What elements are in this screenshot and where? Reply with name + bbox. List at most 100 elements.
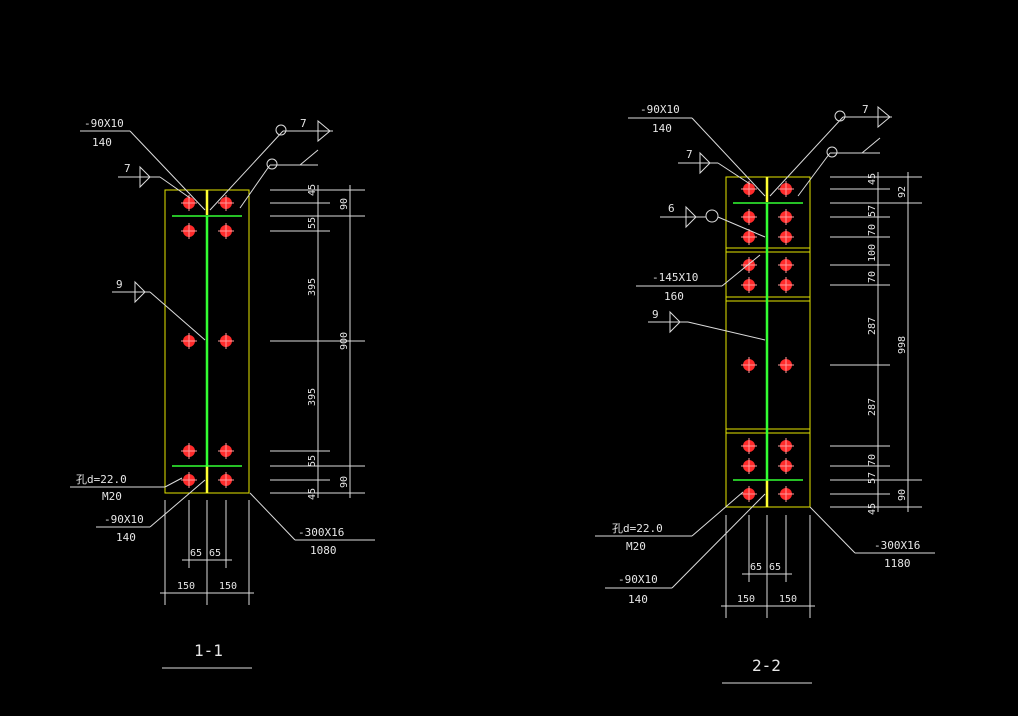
web-plate-length-label: 1080: [310, 544, 337, 557]
dimension-label: 65: [209, 548, 221, 559]
dimension-label: 45: [867, 173, 878, 185]
bolt: [778, 257, 794, 273]
dimension-label: 150: [737, 594, 755, 605]
weld-symbol-side: 6: [660, 202, 766, 238]
leader-web-plate: -300X16 1080: [249, 492, 375, 557]
dimension-label: 70: [867, 224, 878, 236]
bolt: [181, 472, 197, 488]
bolt: [181, 443, 197, 459]
bolt: [778, 209, 794, 225]
bolt: [218, 472, 234, 488]
weld-symbol-top-left: 7: [678, 148, 751, 185]
bolt: [778, 438, 794, 454]
bolt: [778, 229, 794, 245]
top-plate-length-label: 140: [652, 122, 672, 135]
bolt-label: M20: [102, 490, 122, 503]
bolt: [181, 223, 197, 239]
bolt-group: [181, 195, 234, 488]
dimension-label: 150: [779, 594, 797, 605]
bolt: [218, 333, 234, 349]
bolt: [741, 458, 757, 474]
dimension-label: 55: [307, 455, 318, 467]
leader-hole: 孔d=22.0 M20: [595, 491, 744, 553]
section-1-drawing: -90X10 140 7 7 9: [70, 117, 375, 669]
dimension-label: 900: [339, 332, 350, 350]
leader-bottom-plate: -90X10 140: [605, 493, 766, 606]
top-plate-size-label: -90X10: [640, 103, 680, 116]
dimension-label: 70: [867, 271, 878, 283]
bottom-plate-size-label: -90X10: [104, 513, 144, 526]
bolt: [218, 443, 234, 459]
dimension-chain-bottom: 65 65 150 150: [160, 500, 254, 605]
leader-hole: 孔d=22.0 M20: [70, 473, 183, 503]
top-plate-size-label: -90X10: [84, 117, 124, 130]
web-plate-length-label: 1180: [884, 557, 911, 570]
dimension-label: 57: [867, 472, 878, 484]
leader-top-plate: -90X10 140: [80, 117, 206, 211]
bolt-label: M20: [626, 540, 646, 553]
dimension-label: 45: [307, 488, 318, 500]
bolt: [741, 209, 757, 225]
dimension-label: 90: [339, 198, 350, 210]
dimension-label: 395: [307, 388, 318, 406]
bolt: [218, 223, 234, 239]
dimension-label: 100: [867, 244, 878, 262]
leader-mid-plate: -145X10 160: [636, 254, 761, 303]
weld-symbol-top-right: 7: [209, 117, 333, 211]
bottom-plate-length-label: 140: [116, 531, 136, 544]
web-plate-size-label: -300X16: [298, 526, 344, 539]
bolt: [778, 181, 794, 197]
bolt: [778, 277, 794, 293]
dimension-label: 287: [867, 398, 878, 416]
dimension-label: 998: [897, 336, 908, 354]
dimension-label: 287: [867, 317, 878, 335]
hole-label: 孔d=22.0: [612, 522, 663, 535]
dimension-label: 65: [750, 562, 762, 573]
bolt: [741, 277, 757, 293]
weld-size-label: 7: [300, 117, 307, 130]
weld-size-label: 7: [124, 162, 131, 175]
section-title: 2-2: [752, 656, 781, 675]
bolt: [218, 195, 234, 211]
dimension-label: 65: [769, 562, 781, 573]
dimension-label: 45: [867, 503, 878, 515]
dimension-chain-bottom: 65 65 150 150: [721, 515, 815, 618]
bolt: [741, 181, 757, 197]
bolt: [778, 458, 794, 474]
leader-web-plate: -300X16 1180: [809, 506, 935, 570]
top-plate-length-label: 140: [92, 136, 112, 149]
dimension-label: 150: [177, 581, 195, 592]
weld-size-label: 9: [652, 308, 659, 321]
web-plate-size-label: -300X16: [874, 539, 920, 552]
dimension-label: 65: [190, 548, 202, 559]
weld-symbol-mid: 9: [112, 278, 206, 341]
weld-symbol-top-left: 7: [118, 162, 191, 199]
leader-bottom-plate: -90X10 140: [96, 479, 206, 544]
weld-symbol-mid: 9: [648, 308, 766, 341]
dimension-label: 57: [867, 205, 878, 217]
dimension-label: 90: [897, 489, 908, 501]
weld-size-label: 6: [668, 202, 675, 215]
weld-size-label: 9: [116, 278, 123, 291]
bolt: [741, 438, 757, 454]
weld-symbol-top-right: 7: [769, 103, 892, 197]
hole-label: 孔d=22.0: [76, 473, 127, 486]
mid-plate-size-label: -145X10: [652, 271, 698, 284]
mid-plate-length-label: 160: [664, 290, 684, 303]
dimension-label: 55: [307, 217, 318, 229]
bolt: [741, 486, 757, 502]
section-2-drawing: -90X10 140 7 7 6: [595, 103, 935, 684]
weld-size-label: 7: [862, 103, 869, 116]
bolt: [181, 333, 197, 349]
bolt: [741, 357, 757, 373]
dimension-label: 70: [867, 454, 878, 466]
dimension-label: 150: [219, 581, 237, 592]
weld-size-label: 7: [686, 148, 693, 161]
dimension-label: 395: [307, 278, 318, 296]
dimension-chain-right: 45 90 55 395 900 395 55 90 45: [270, 184, 365, 500]
dimension-label: 92: [897, 186, 908, 198]
dimension-label: 90: [339, 476, 350, 488]
bolt-group: [741, 181, 794, 502]
section-title: 1-1: [194, 641, 223, 660]
leader-top-plate: -90X10 140: [628, 103, 766, 197]
